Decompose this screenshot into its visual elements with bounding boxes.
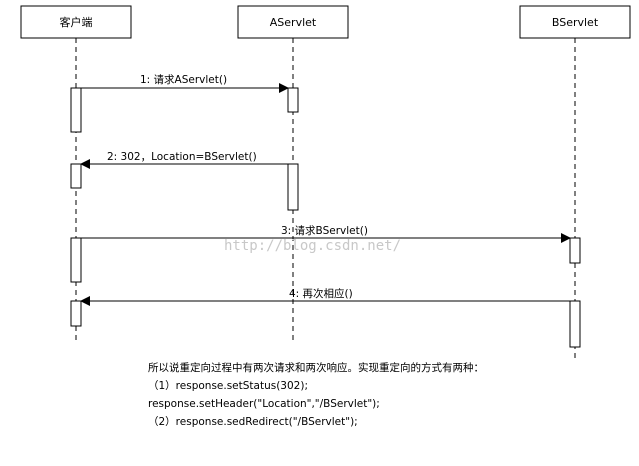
message-2-label: 2: 302，Location=BServlet() bbox=[107, 151, 257, 163]
activation-client-4 bbox=[70, 300, 82, 327]
explanation-notes: 所以说重定向过程中有两次请求和两次响应。实现重定向的方式有两种： （1）resp… bbox=[148, 359, 484, 431]
participant-aservlet: AServlet bbox=[237, 5, 349, 39]
notes-line-2: （1）response.setStatus(302); bbox=[148, 380, 308, 392]
notes-line-4: （2）response.sedRedirect("/BServlet"); bbox=[148, 416, 358, 428]
notes-line-3: response.setHeader("Location","/BServlet… bbox=[148, 398, 380, 410]
activation-aservlet-1 bbox=[287, 87, 299, 113]
activation-client-3 bbox=[70, 237, 82, 283]
activation-client-2 bbox=[70, 163, 82, 189]
message-1: 1: 请求AServlet() bbox=[81, 73, 289, 93]
activation-bservlet-2 bbox=[569, 300, 581, 348]
message-1-label: 1: 请求AServlet() bbox=[140, 73, 227, 86]
message-2: 2: 302，Location=BServlet() bbox=[80, 151, 288, 169]
participant-client-label: 客户端 bbox=[60, 15, 93, 29]
participant-bservlet-label: BServlet bbox=[552, 16, 599, 29]
participant-client: 客户端 bbox=[20, 5, 132, 39]
activation-bservlet-1 bbox=[569, 237, 581, 264]
participant-aservlet-label: AServlet bbox=[270, 16, 317, 29]
activation-aservlet-2 bbox=[287, 163, 299, 211]
message-3-label: 3: 请求BServlet() bbox=[281, 224, 368, 237]
activation-client-1 bbox=[70, 87, 82, 133]
message-4: 4: 再次相应() bbox=[80, 287, 570, 306]
message-3: 3: 请求BServlet() bbox=[81, 224, 571, 243]
message-4-label: 4: 再次相应() bbox=[289, 287, 353, 300]
notes-line-1: 所以说重定向过程中有两次请求和两次响应。实现重定向的方式有两种： bbox=[148, 362, 484, 374]
participant-bservlet: BServlet bbox=[519, 5, 631, 39]
watermark: http://blog.csdn.net/ bbox=[224, 238, 401, 254]
